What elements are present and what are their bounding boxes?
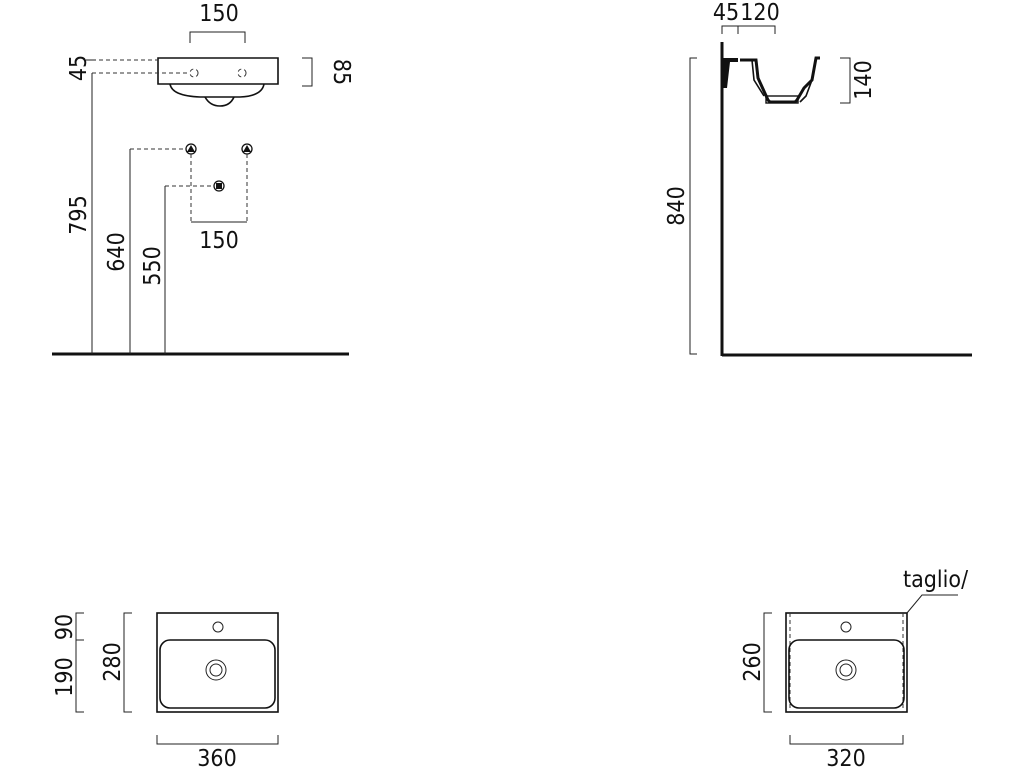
- dim-label-plan-right-width: 320: [826, 746, 866, 768]
- front-elevation-view: 150 45 85 795: [52, 1, 354, 356]
- basin-front-shape: [157, 57, 279, 107]
- dim-total-height: 840: [664, 57, 697, 355]
- dim-label-plan-width: 360: [197, 746, 237, 768]
- supply-hot-icon: [185, 143, 197, 155]
- dim-plan-left-width: 360: [156, 735, 279, 768]
- dim-top-offset: 45: [66, 55, 190, 81]
- dim-rim-height: 85: [302, 57, 354, 87]
- side-section-view: 45 120 140 840: [664, 0, 972, 357]
- dim-label-total-height: 840: [664, 186, 690, 226]
- dim-label-plan-right-depth: 260: [740, 642, 766, 682]
- dim-plan-right-depth: 260: [740, 612, 772, 713]
- dim-label-top-width: 150: [199, 1, 239, 27]
- dim-label-supply-spacing: 150: [199, 228, 239, 254]
- dim-bowl-depth: 140: [840, 57, 877, 104]
- dim-label-top-offset: 45: [66, 55, 92, 81]
- dim-label-height-drain: 550: [140, 246, 166, 286]
- basin-section-shape: [722, 56, 820, 104]
- dim-plan-right-width: 320: [789, 735, 904, 768]
- dim-height-drain: 550: [140, 185, 214, 354]
- dim-label-plan-depth: 280: [100, 642, 126, 682]
- dim-label-bowl-depth: 140: [851, 60, 877, 100]
- dim-side-top: 45 120: [713, 0, 780, 34]
- dim-label-height-top: 795: [66, 195, 92, 235]
- drain-icon: [213, 180, 225, 192]
- supply-cold-icon: [241, 143, 253, 155]
- dim-supply-spacing: 150: [190, 154, 248, 254]
- plan-view-right: taglio/ 260 320: [740, 567, 968, 768]
- cut-label: taglio/: [903, 567, 968, 593]
- dim-label-depth: 120: [740, 0, 780, 26]
- dim-label-rim-height: 85: [328, 59, 354, 85]
- dim-label-tap-offset: 90: [52, 614, 78, 640]
- dim-label-wall-offset: 45: [713, 0, 739, 26]
- dim-plan-left-vertical: 90 190 280: [52, 612, 132, 713]
- plan-view-left: 90 190 280 360: [52, 612, 279, 768]
- dim-height-top: 795: [66, 73, 93, 354]
- dim-label-plan-bowl-depth: 190: [52, 657, 78, 697]
- dim-label-height-supply: 640: [104, 232, 130, 272]
- dim-height-supply: 640: [104, 148, 186, 354]
- dim-top-width: 150: [189, 1, 246, 43]
- cut-label-callout: taglio/: [903, 567, 968, 614]
